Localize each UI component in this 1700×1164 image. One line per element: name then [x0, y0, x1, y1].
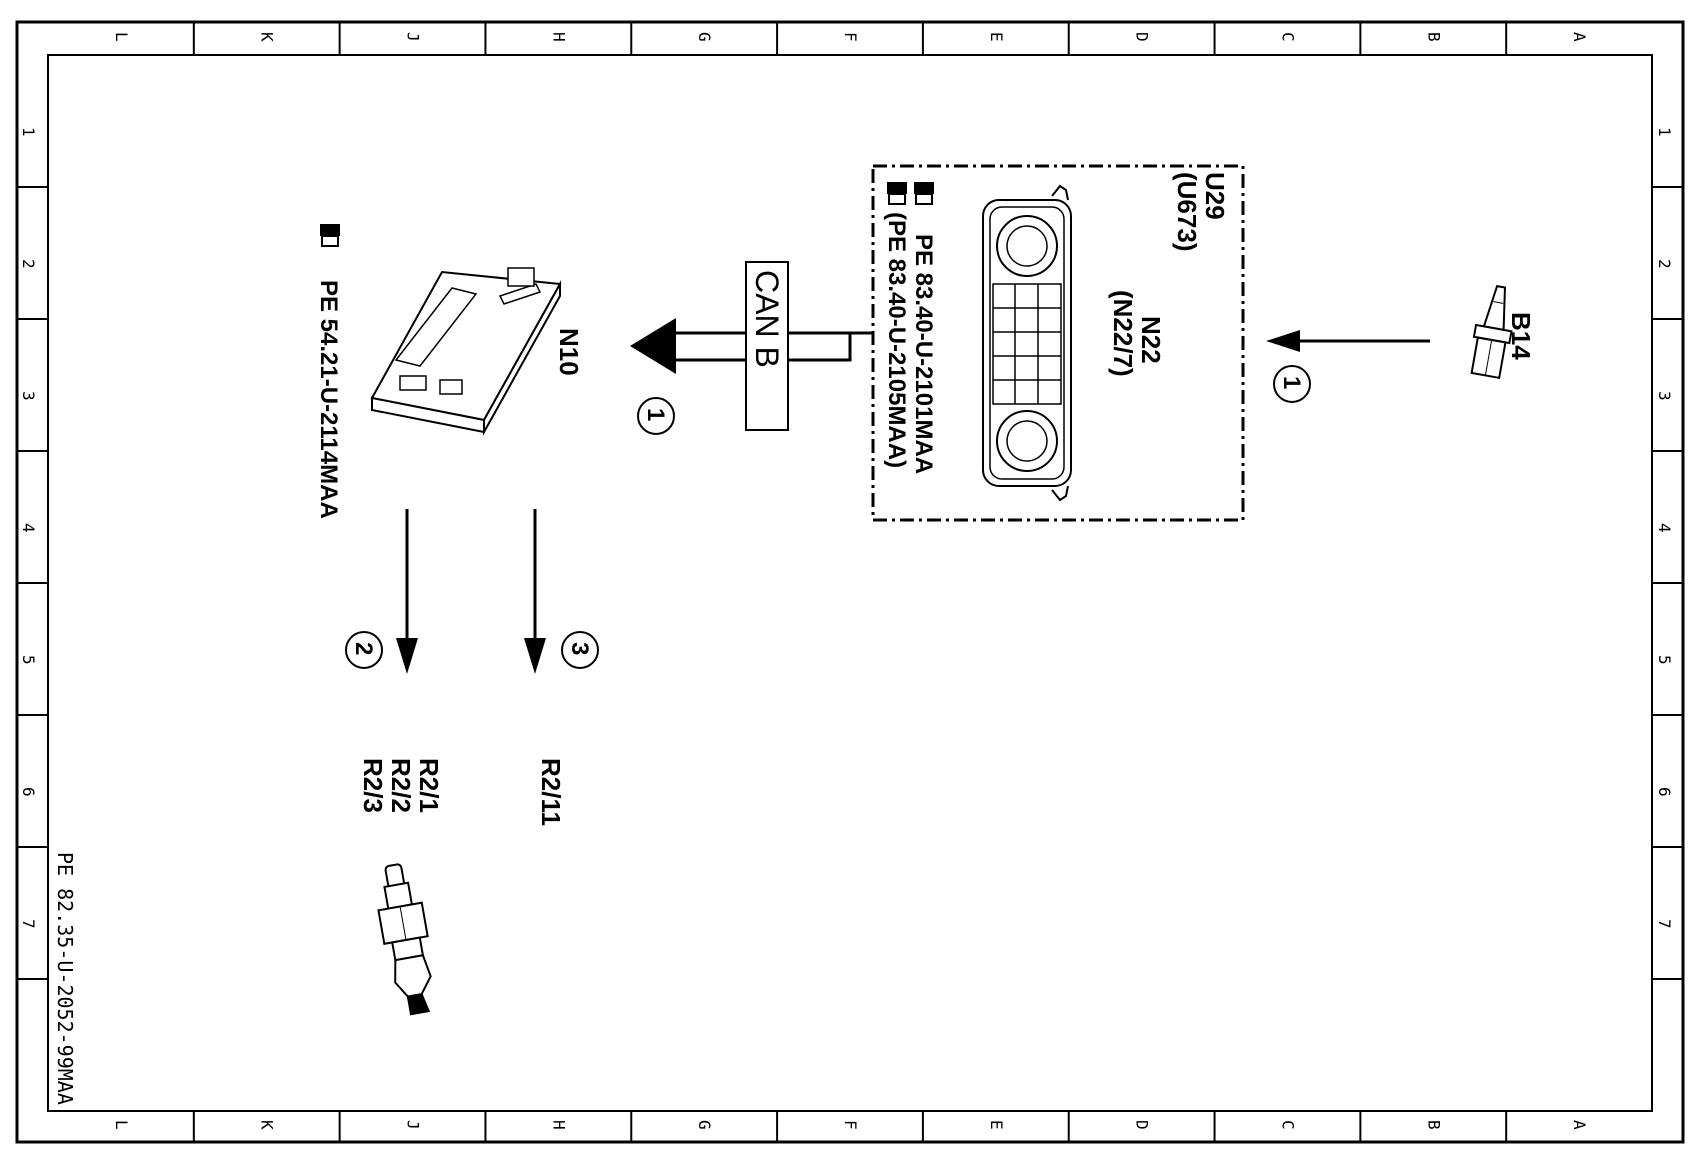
n10-ref: PE 54.21-U-2114MAA: [315, 280, 342, 519]
can-b-arrow-head-icon: [630, 318, 676, 374]
column-label-l: L: [112, 1120, 131, 1130]
row-label-5: 5: [1655, 655, 1674, 665]
row-label-6: 6: [1655, 787, 1674, 797]
r2-2-label: R2/2: [386, 758, 416, 813]
r2-3-label: R2/3: [358, 758, 388, 813]
n22-control-panel-icon: [982, 184, 1072, 502]
can-b-label-box: [745, 261, 789, 431]
column-label-c: C: [1278, 1120, 1297, 1130]
row-label-1: 1: [19, 127, 38, 137]
row-label-2: 2: [1655, 259, 1674, 269]
signal-marker-3: 3: [561, 631, 599, 669]
u673-label: (U673): [1172, 172, 1202, 251]
row-label-3: 3: [19, 391, 38, 401]
arrow-head-icon: [1266, 330, 1300, 352]
column-label-l: L: [112, 32, 131, 42]
column-label-g: G: [695, 32, 714, 42]
inner-frame: [47, 54, 1653, 1112]
n10-label: N10: [554, 328, 584, 376]
document-ref: PE 82.35-U-2052-99MAA: [53, 852, 77, 1105]
signal-marker-3-number: 3: [566, 642, 593, 655]
signal-marker-1a-number: 1: [1278, 376, 1305, 389]
control-unit-group-box: [871, 164, 1245, 522]
u29-label: U29: [1200, 172, 1230, 220]
b14-sensor-icon: [1470, 284, 1513, 380]
hand-pointer-icon: [887, 182, 907, 205]
row-label-4: 4: [19, 523, 38, 533]
row-label-7: 7: [19, 919, 38, 929]
outer-frame: [15, 20, 1685, 1144]
n22-7-label: (N22/7): [1108, 290, 1138, 377]
n22-label: N22: [1136, 316, 1166, 364]
r2-11-label: R2/11: [536, 758, 566, 826]
row-label-5: 5: [19, 655, 38, 665]
row-label-1: 1: [1655, 127, 1674, 137]
column-label-h: H: [549, 1120, 568, 1130]
column-label-f: F: [841, 1120, 860, 1130]
column-label-j: J: [404, 32, 423, 42]
signal-marker-2: 2: [345, 631, 383, 669]
row-label-7: 7: [1655, 919, 1674, 929]
hand-pointer-icon: [914, 182, 934, 205]
hand-pointer-icon: [320, 224, 340, 247]
n10-module-icon: [370, 267, 562, 436]
grid-zone-markers: L L K K J J H H G G F F E E D D C C B B A A 1 1 2 2 3 3 4 4 5 5 6 6 7 7: [17, 22, 1683, 1142]
column-label-b: B: [1424, 1120, 1443, 1130]
arrow-head-icon: [524, 638, 546, 674]
column-label-e: E: [987, 1120, 1006, 1130]
column-label-e: E: [987, 32, 1006, 42]
r2-heater-icon: [377, 863, 432, 1016]
row-label-3: 3: [1655, 391, 1674, 401]
can-b-label: CAN B: [749, 270, 785, 368]
n22-ref-alt: (PE 83.40-U-2105MAA): [883, 212, 910, 468]
n22-ref: PE 83.40-U-2101MAA: [910, 234, 937, 474]
row-label-4: 4: [1655, 523, 1674, 533]
column-label-b: B: [1424, 32, 1443, 42]
arrow-head-icon: [396, 638, 418, 674]
column-label-h: H: [549, 32, 568, 42]
row-label-2: 2: [19, 259, 38, 269]
column-label-k: K: [258, 32, 277, 42]
column-label-d: D: [1133, 1120, 1152, 1130]
column-label-a: A: [1570, 1120, 1589, 1130]
column-label-k: K: [258, 1120, 277, 1130]
column-label-a: A: [1570, 32, 1589, 42]
signal-marker-2-number: 2: [350, 642, 377, 655]
signal-marker-1b-number: 1: [642, 408, 669, 421]
column-label-f: F: [841, 32, 860, 42]
r2-1-label: R2/1: [414, 758, 444, 813]
column-label-c: C: [1278, 32, 1297, 42]
signal-marker-1a: 1: [1273, 365, 1311, 403]
signal-marker-1b: 1: [637, 397, 675, 435]
row-label-6: 6: [19, 787, 38, 797]
column-label-j: J: [404, 1120, 423, 1130]
b14-label: B14: [1506, 312, 1536, 360]
column-label-g: G: [695, 1120, 714, 1130]
column-label-d: D: [1133, 32, 1152, 42]
